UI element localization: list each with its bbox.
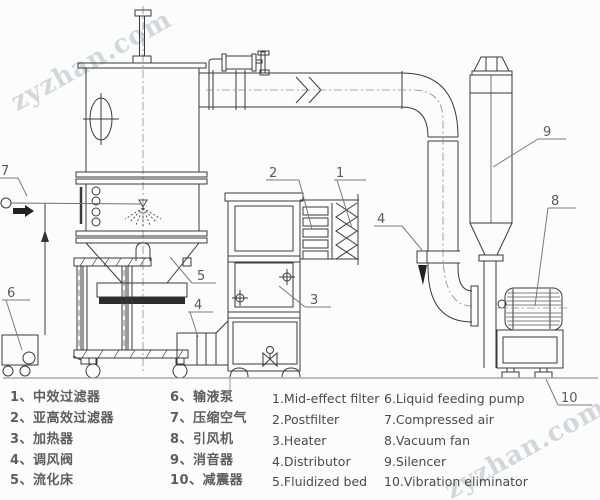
legend-cn-item: 2、亚高效过滤器 (10, 411, 115, 426)
exhaust-duct (199, 70, 473, 323)
fan-motor (495, 287, 570, 331)
pneumatic-cylinder (208, 50, 270, 76)
callout-7-label: 7 (1, 164, 9, 179)
vessel-flange (75, 171, 208, 178)
nozzle-bell (135, 242, 151, 261)
callout-6-label: 6 (7, 286, 15, 301)
legend-cn-item: 5、流化床 (10, 473, 74, 488)
legend-cn-item: 4、调风阀 (10, 453, 74, 468)
cabinet-foot (281, 367, 301, 378)
vessel-lid (77, 62, 207, 69)
door-handle (232, 269, 295, 306)
legend-en-item: 6.Liquid feeding pump (384, 391, 525, 406)
legend-en-item: 8.Vacuum fan (384, 433, 471, 448)
legend-cn-item: 3、加热器 (10, 432, 74, 447)
legend-cn-item: 6、输液泵 (170, 390, 234, 405)
legend-en-item: 2.Postfilter (272, 412, 340, 427)
product-cone (85, 242, 200, 284)
legend-cn-item: 1、中效过滤器 (10, 390, 101, 405)
vessel-upper-body (85, 67, 200, 173)
porthole (83, 93, 119, 145)
fan-inlet-flange (470, 285, 479, 327)
caster-wheel (85, 363, 101, 379)
sight-holes (91, 186, 101, 227)
lifting-rod (132, 9, 152, 64)
caster-wheel (2, 365, 14, 377)
flow-arrow-up (41, 230, 49, 242)
postfilter-slats (302, 206, 329, 260)
vibration-eliminator-feet (501, 367, 553, 379)
heater-cabinet (224, 192, 304, 378)
vessel-flange (75, 178, 208, 185)
legend-cn-item: 9、消音器 (170, 453, 234, 468)
drain-valve (262, 346, 278, 368)
callout-labels: 1 2 3 4 4 5 6 7 8 9 10 (1, 125, 578, 406)
callout-5-label: 5 (197, 269, 205, 284)
legend-en-item: 5.Fluidized bed (272, 474, 368, 489)
vacuum-fan (470, 285, 570, 379)
vessel-flange (75, 237, 208, 244)
callout-leaders (0, 138, 592, 406)
callout-1-label: 1 (336, 166, 344, 181)
legend-en-item: 10.Vibration eliminator (384, 474, 528, 489)
bottom-duct (176, 320, 278, 368)
mid-effect-filter-zigzag (335, 202, 358, 260)
caster-wheel (172, 363, 188, 379)
duct-centerline (206, 89, 473, 307)
callout-3-label: 3 (310, 293, 318, 308)
cabinet-foot (229, 367, 249, 378)
butterfly-valve (416, 250, 460, 285)
filter-assembly (300, 194, 359, 265)
vessel-mid-body (85, 183, 200, 232)
callout-4-top-label: 4 (377, 212, 385, 227)
legend-en-item: 7.Compressed air (384, 412, 494, 427)
compressed-air-inlet (0, 197, 142, 217)
callout-2-label: 2 (269, 166, 277, 181)
fan-base (496, 329, 564, 369)
callout-4-bottom-label: 4 (194, 298, 202, 313)
legend-cn-item: 10、减震器 (170, 473, 244, 488)
legend-en-item: 3.Heater (272, 433, 327, 448)
legend-en-item: 1.Mid-effect filter (272, 391, 380, 406)
callout-10-label: 10 (561, 391, 578, 406)
product-bowl (96, 282, 188, 304)
flow-arrow-right (13, 205, 34, 217)
callout-9-label: 9 (543, 125, 551, 140)
legend-en-item: 9.Silencer (384, 454, 447, 469)
legend-cn-item: 7、压缩空气 (170, 411, 248, 426)
caster-wheel (19, 365, 31, 377)
vessel-flange (75, 230, 208, 237)
support-cart (72, 257, 192, 379)
feeding-pump (1, 203, 49, 377)
legend-en-item: 4.Distributor (272, 454, 351, 469)
callout-8-label: 8 (551, 194, 559, 209)
legend-cn-item: 8、引风机 (170, 432, 234, 447)
vessel (75, 6, 208, 374)
valve-handle (418, 265, 427, 285)
silencer (469, 56, 513, 368)
